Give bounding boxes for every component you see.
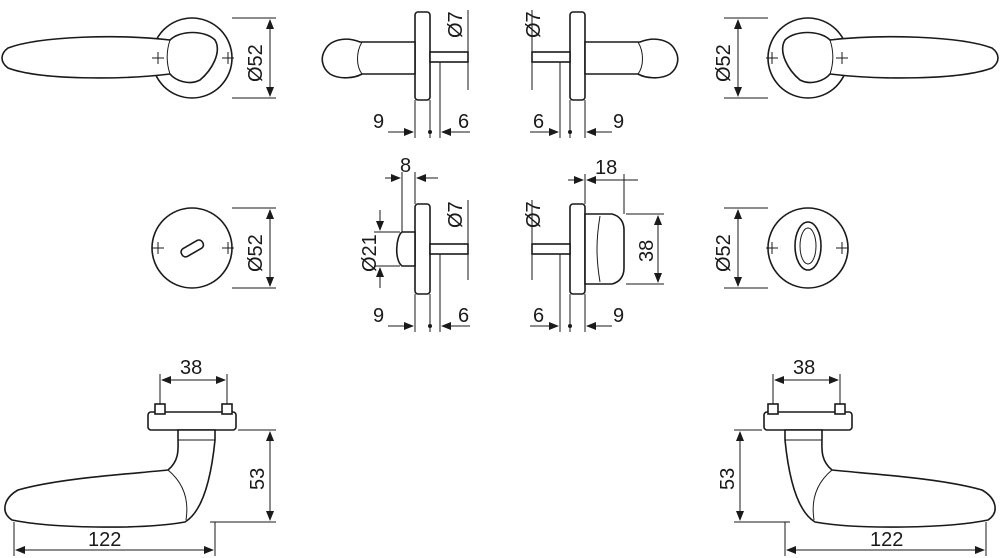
dim-side-right-spindle: Ø7: [523, 11, 545, 38]
handle-front-left: Ø52: [1, 17, 276, 99]
dim-left-height: 53: [247, 468, 269, 490]
dim-turn-dia: Ø21: [359, 234, 381, 272]
dim-turn-b: 6: [458, 305, 469, 327]
thumbturn-side: 8 Ø21 Ø7 9 6: [359, 155, 470, 332]
handle-top-left: 38 53 122: [4, 357, 276, 556]
dim-wc-rose-dia: Ø52: [245, 234, 267, 272]
dim-side-left-b: 6: [458, 111, 469, 133]
dim-side-right-b: 9: [613, 111, 624, 133]
dim-right-height: 53: [717, 468, 739, 490]
dim-side-left-spindle: Ø7: [445, 11, 467, 38]
dim-side-right-a: 6: [533, 111, 544, 133]
handle-side-left: 9 6 Ø7: [321, 10, 470, 138]
dim-rose-left-dia: Ø52: [245, 44, 267, 82]
dim-cyl-height: 38: [636, 240, 658, 262]
dim-turn-width: 8: [400, 155, 411, 177]
cylinder-escutcheon-side: Ø7 18 38 6 9: [523, 157, 664, 332]
dim-cyl-b: 9: [613, 305, 624, 327]
handle-front-right: Ø52: [713, 17, 999, 99]
dim-right-rose-width: 38: [793, 357, 815, 379]
handle-top-right: 38 53 122: [717, 357, 996, 556]
dim-cyl-spindle: Ø7: [523, 201, 545, 228]
dim-cyl-depth: 18: [595, 157, 617, 179]
dim-rose-right-dia: Ø52: [713, 44, 735, 82]
dim-turn-a: 9: [373, 305, 384, 327]
dim-left-length: 122: [88, 529, 121, 551]
wc-rose-front: Ø52: [151, 207, 276, 289]
dim-right-length: 122: [870, 529, 903, 551]
key-rose-front: Ø52: [713, 207, 849, 289]
handle-side-right: 6 9 Ø7: [523, 10, 679, 138]
dim-turn-spindle: Ø7: [445, 201, 467, 228]
dim-cyl-a: 6: [533, 305, 544, 327]
dim-side-left-a: 9: [373, 111, 384, 133]
dim-left-rose-width: 38: [180, 357, 202, 379]
dim-key-rose-dia: Ø52: [713, 234, 735, 272]
